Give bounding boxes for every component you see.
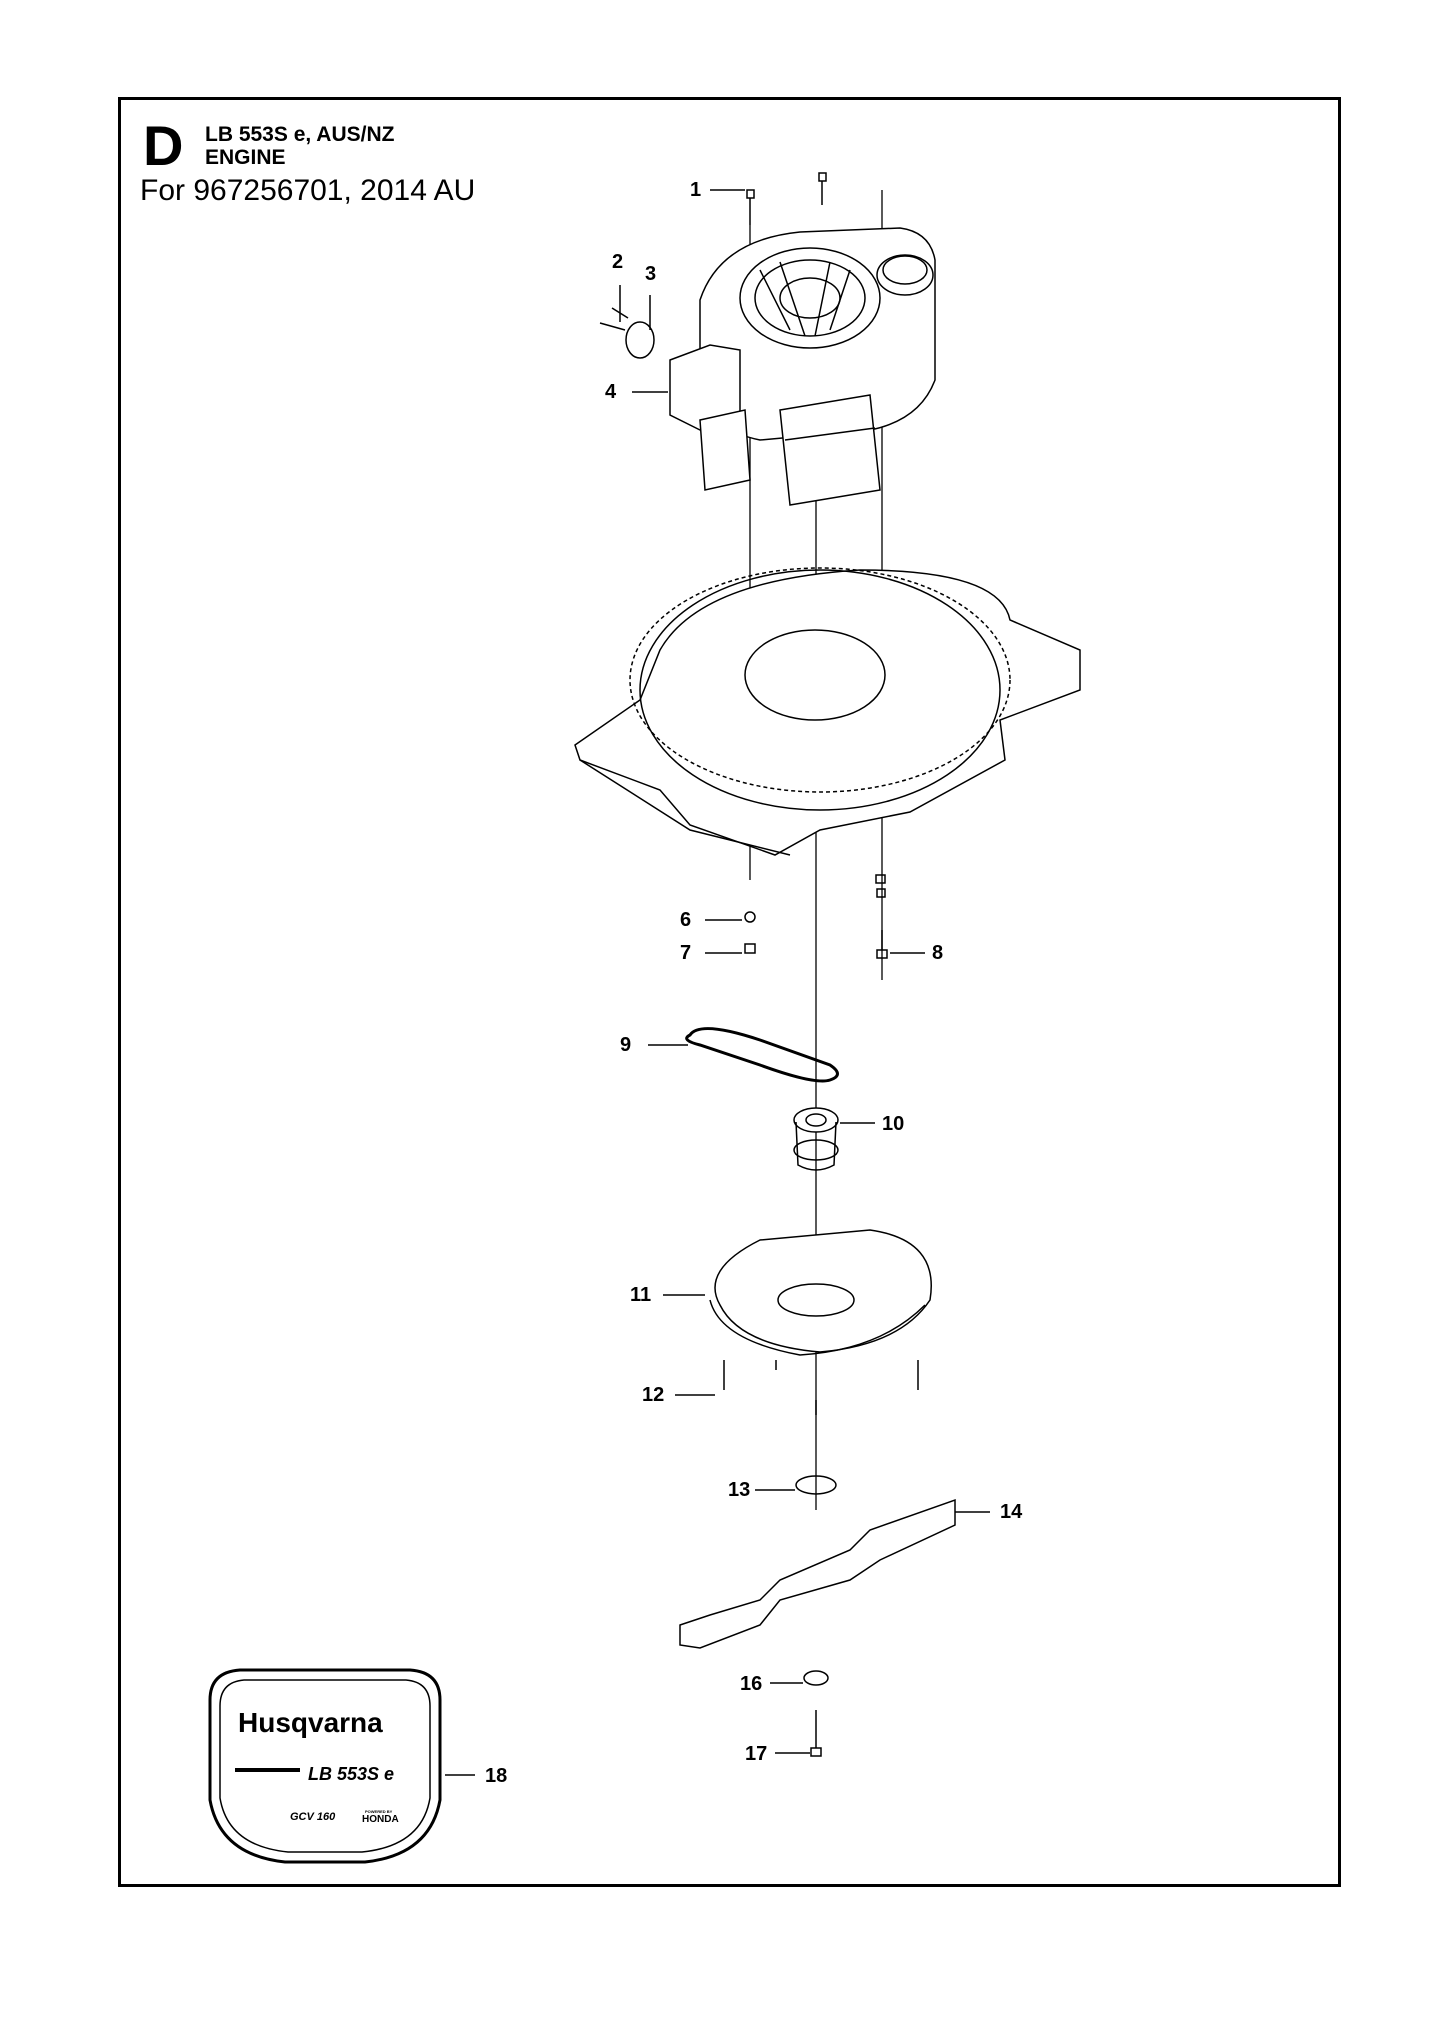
callout-9: 9 [620, 1034, 631, 1056]
callout-1: 1 [690, 179, 701, 201]
callout-13: 13 [728, 1479, 750, 1501]
serial-line: For 967256701, 2014 AU [140, 174, 476, 207]
engine-illustration [669, 227, 936, 506]
callout-numbers: 1 2 3 4 6 7 8 9 10 11 12 13 14 16 17 18 [485, 179, 1023, 1787]
bolt-17 [810, 1710, 822, 1757]
washer-6 [744, 911, 756, 923]
decal-engine-maker-prefix: POWERED BY [365, 1809, 393, 1814]
callout-7: 7 [680, 942, 691, 964]
guard-plate-11 [709, 1229, 932, 1356]
callout-10: 10 [882, 1113, 904, 1135]
blade-14 [679, 1498, 956, 1649]
section-letter: D [143, 114, 184, 177]
assembly-title: ENGINE [205, 146, 286, 169]
bolt-8 [876, 930, 888, 959]
mower-deck [574, 567, 1081, 856]
belt-9 [685, 1027, 839, 1083]
decal-brand: Husqvarna [238, 1707, 383, 1738]
washer-16 [803, 1670, 829, 1686]
washer-13 [795, 1475, 837, 1495]
callout-6: 6 [680, 909, 691, 931]
gasket-3 [625, 321, 655, 359]
decal-engine: GCV 160 [290, 1811, 336, 1823]
callout-11: 11 [630, 1284, 651, 1306]
bolt-2 [599, 307, 629, 331]
drawing-frame [118, 97, 1341, 1887]
callout-4: 4 [605, 381, 617, 403]
model-title: LB 553S e, AUS/NZ [205, 123, 395, 146]
callout-16: 16 [740, 1673, 762, 1695]
callout-14: 14 [1000, 1501, 1023, 1523]
nut-7 [744, 943, 756, 954]
callout-12: 12 [642, 1384, 664, 1406]
callout-2: 2 [612, 251, 623, 273]
pulley-10 [793, 1107, 839, 1171]
callout-3: 3 [645, 263, 656, 285]
decal-engine-maker: HONDA [362, 1814, 399, 1825]
decal-18: Husqvarna LB 553S e GCV 160 POWERED BY H… [208, 1668, 442, 1864]
bolt-1 [746, 172, 827, 225]
callout-17: 17 [745, 1743, 767, 1765]
screws-12 [723, 1360, 919, 1415]
callout-8: 8 [932, 942, 943, 964]
decal-model: LB 553S e [308, 1764, 394, 1784]
callout-18: 18 [485, 1765, 507, 1787]
